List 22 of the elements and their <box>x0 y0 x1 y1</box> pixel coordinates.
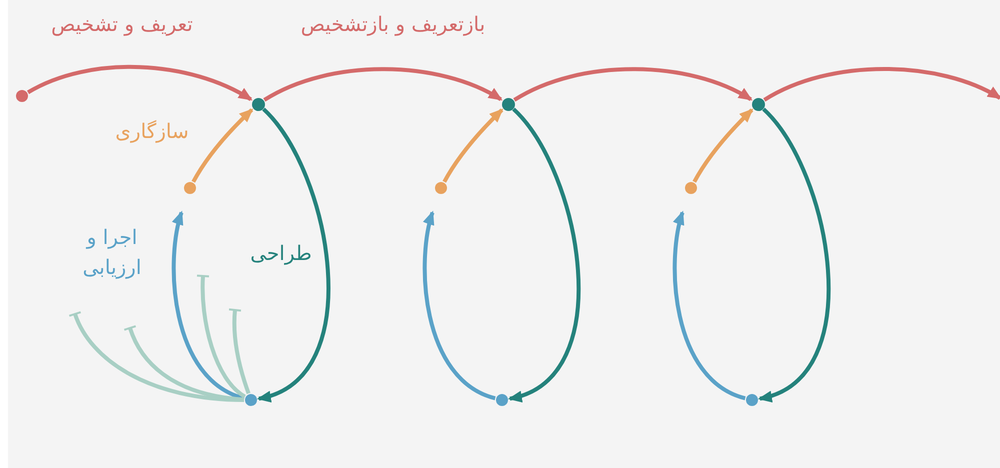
arrow <box>422 210 496 400</box>
arrow <box>27 65 253 102</box>
bar-line <box>196 274 246 398</box>
edge-label: طراحی <box>250 240 312 267</box>
arrow <box>263 67 503 102</box>
arrow <box>672 210 746 400</box>
arrow <box>508 108 580 401</box>
arrow <box>758 108 830 401</box>
arrow <box>763 67 1000 102</box>
arrow <box>442 108 504 183</box>
bar-line <box>228 308 250 394</box>
edge-label: بازتعریف و بازتشخیص <box>300 11 486 38</box>
arrow <box>692 108 754 183</box>
bar-line <box>68 310 244 402</box>
arrow <box>172 210 245 400</box>
arrow <box>257 108 330 401</box>
bar-line <box>123 324 244 402</box>
arrow <box>192 108 254 183</box>
arrow <box>513 67 753 102</box>
edge-label: اجرا و ارزیابی <box>82 224 142 281</box>
edge-label: تعریف و تشخیص <box>51 11 193 38</box>
edge-label: سازگاری <box>115 118 189 145</box>
